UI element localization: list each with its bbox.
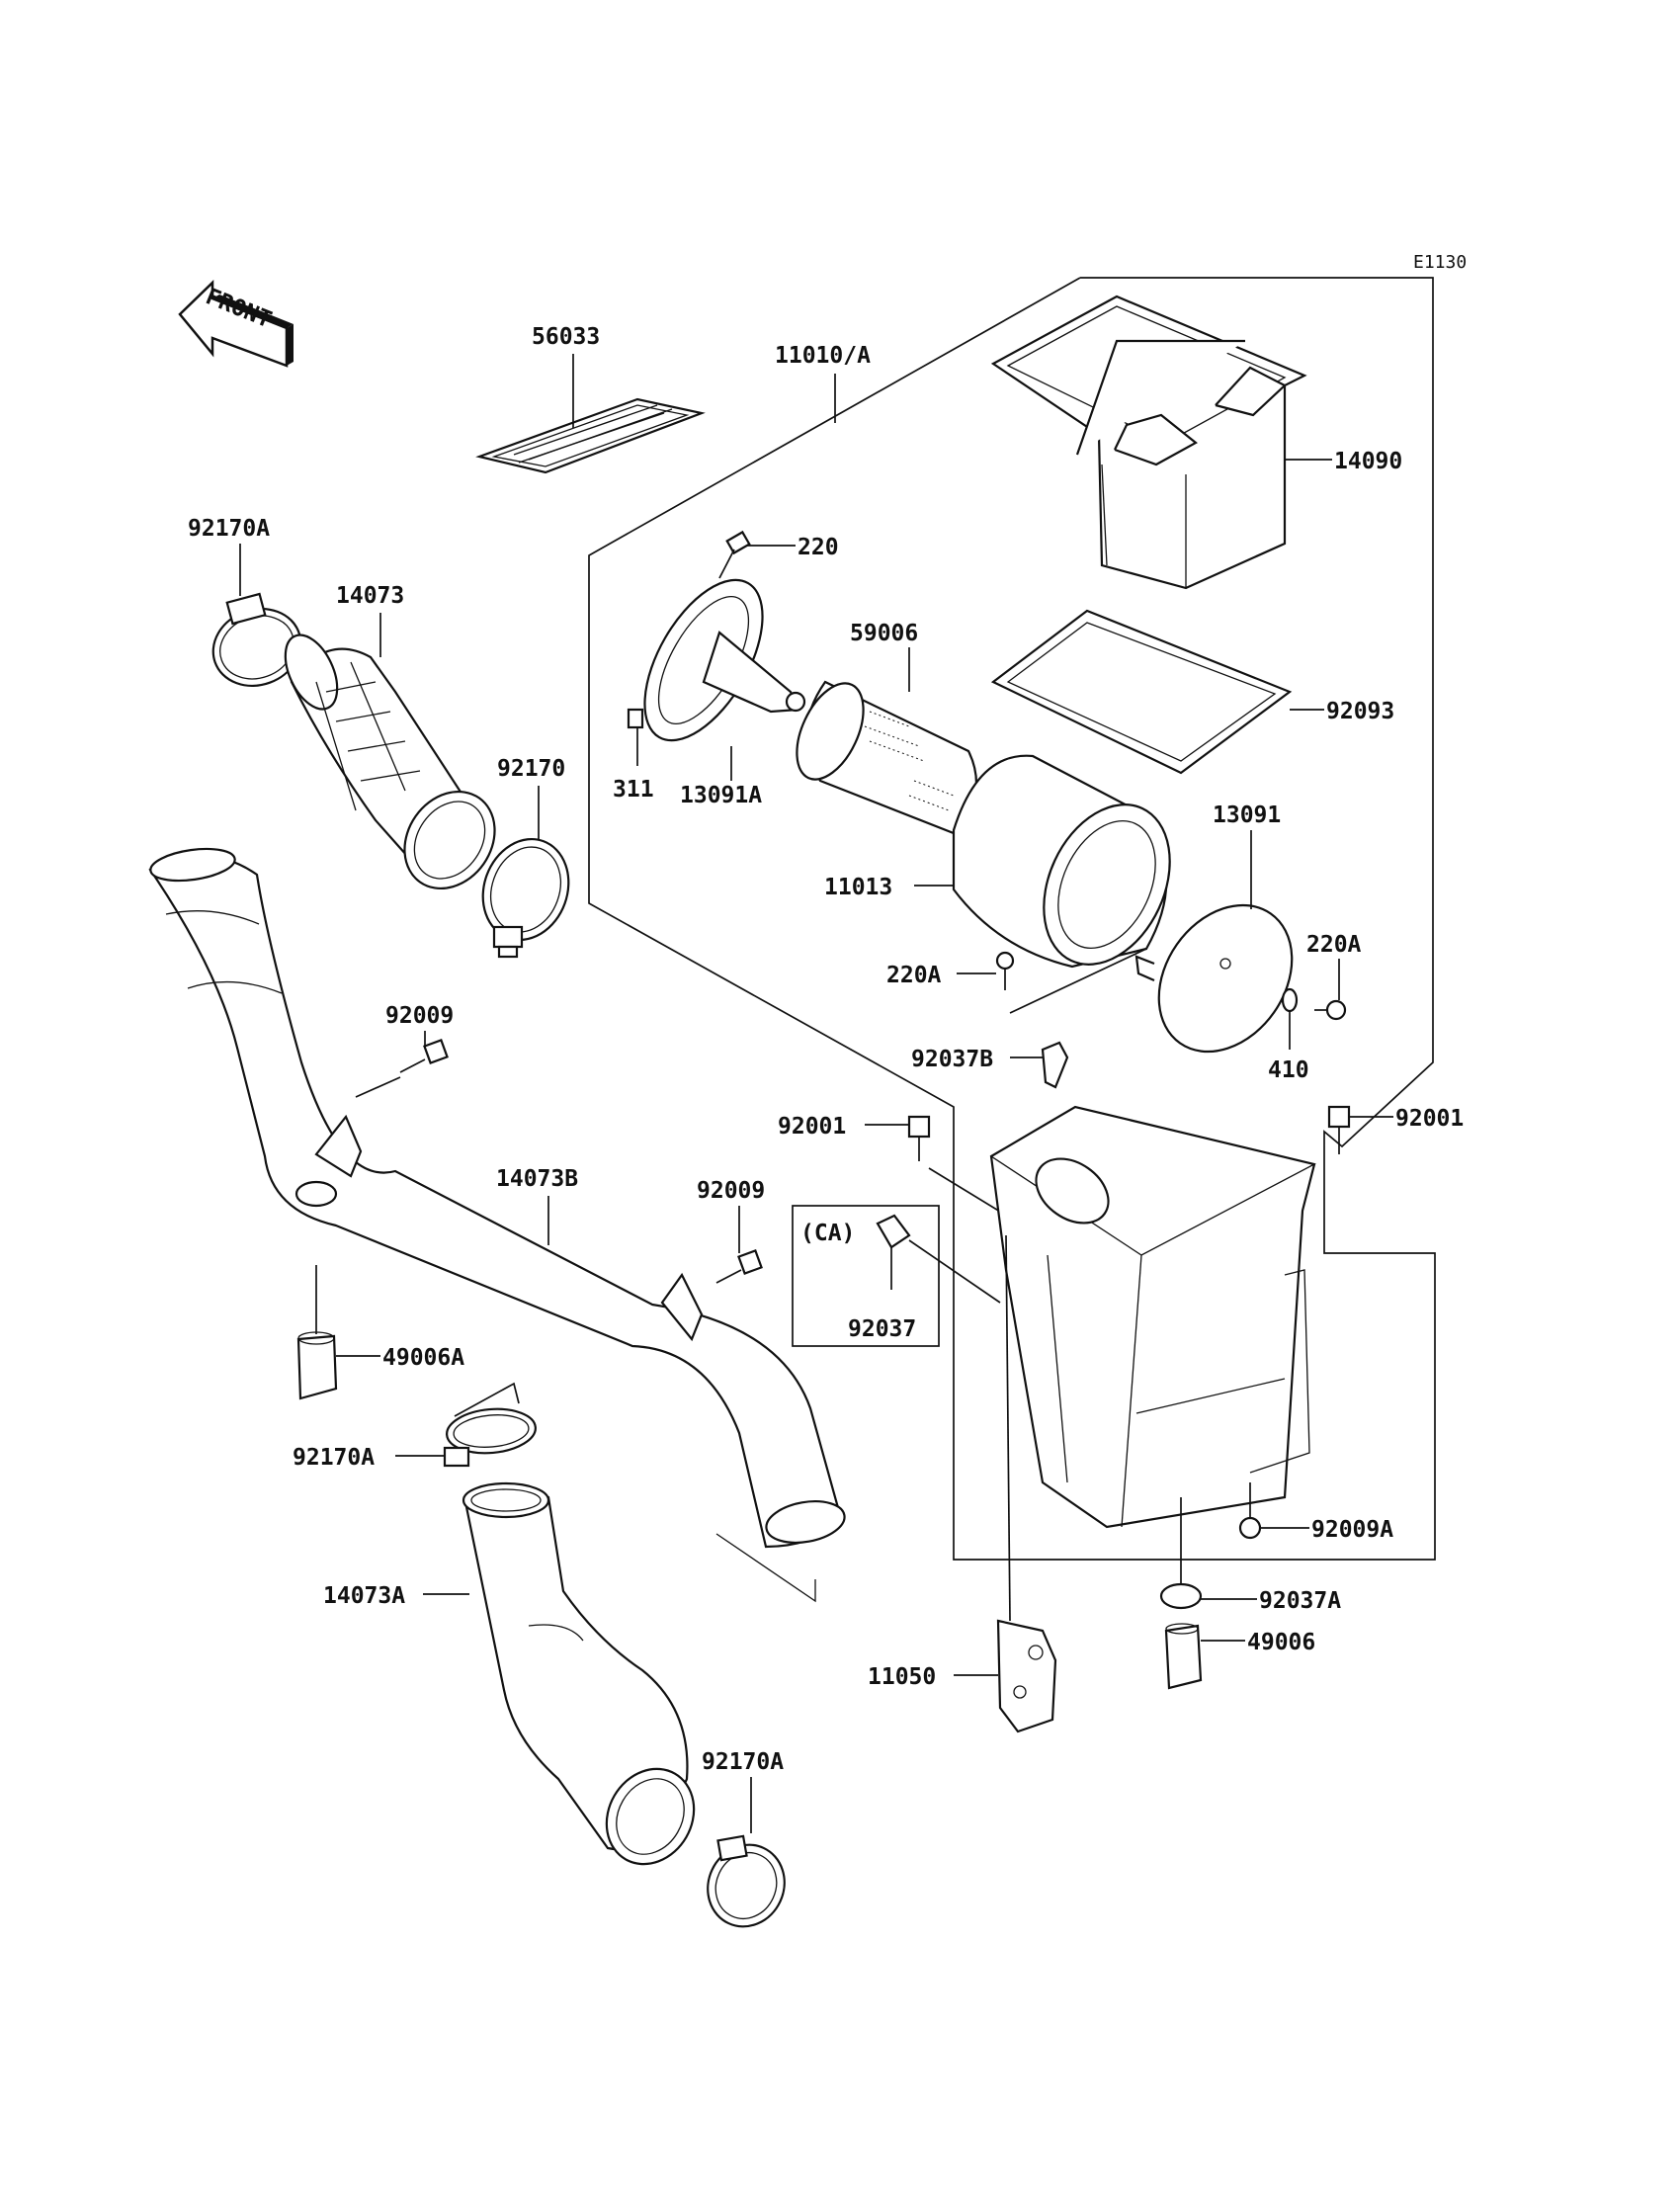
label-92037: 92037 xyxy=(848,1316,916,1342)
duct-14073A xyxy=(462,1481,696,1866)
label-92009-mid: 92009 xyxy=(697,1178,765,1204)
clamp-92170A-mid xyxy=(443,1407,537,1468)
screw-220A-left-icon xyxy=(995,951,1015,990)
clamp-92037A-icon xyxy=(1159,1582,1203,1610)
diagram-ref-code: E1130 xyxy=(1413,252,1467,273)
sleeve-49006-icon xyxy=(1164,1623,1203,1690)
bolt-92009-mid-icon xyxy=(715,1249,763,1284)
label-11013: 11013 xyxy=(824,875,892,900)
clamp-92170A-bottom xyxy=(707,1834,786,1928)
bolt-92009A-icon xyxy=(1238,1482,1262,1540)
label-92170A-mid: 92170A xyxy=(293,1445,375,1471)
duct-14073B xyxy=(148,847,846,1603)
gasket-92093 xyxy=(990,609,1293,775)
label-92001-right: 92001 xyxy=(1395,1106,1464,1132)
label-220A-right: 220A xyxy=(1306,932,1362,958)
end-cap-13091 xyxy=(1134,903,1294,1054)
washer-410-icon xyxy=(1281,987,1299,1013)
label-14090: 14090 xyxy=(1334,449,1402,474)
label-92093: 92093 xyxy=(1326,699,1394,724)
intake-duct-14073 xyxy=(284,634,496,890)
clip-92037-icon xyxy=(876,1214,911,1249)
label-311: 311 xyxy=(613,777,654,803)
label-49006A: 49006A xyxy=(382,1345,464,1371)
label-11010A: 11010/A xyxy=(775,343,871,369)
screw-220A-right-icon xyxy=(1314,999,1347,1021)
pin-311-icon xyxy=(627,708,644,766)
label-92037B: 92037B xyxy=(911,1047,993,1072)
clamp-92170A-top xyxy=(211,592,302,687)
label-92170A-top: 92170A xyxy=(188,516,270,542)
label-220: 220 xyxy=(798,535,839,560)
label-92170: 92170 xyxy=(497,756,565,782)
screw-220-icon xyxy=(718,530,751,579)
label-92009-left: 92009 xyxy=(385,1003,454,1029)
assembly-frame-outline xyxy=(588,277,1436,1561)
bracket-11050 xyxy=(996,1619,1057,1733)
filter-pad-56033 xyxy=(475,397,706,474)
label-49006: 49006 xyxy=(1247,1630,1315,1655)
ca-detail-box xyxy=(792,1205,940,1347)
filter-screen-59006 xyxy=(796,680,978,837)
label-92001-left: 92001 xyxy=(778,1114,846,1140)
filter-cap-13091A xyxy=(643,578,806,742)
label-13091A: 13091A xyxy=(680,783,762,808)
label-220A-left: 220A xyxy=(886,963,942,988)
bolt-92001-right-icon xyxy=(1327,1105,1351,1154)
bolt-92009-left-icon xyxy=(399,1039,449,1073)
bolt-92001-left-icon xyxy=(907,1115,931,1161)
label-59006: 59006 xyxy=(850,621,918,646)
label-14073B: 14073B xyxy=(496,1166,578,1192)
front-arrow-icon: FRONT xyxy=(178,280,294,368)
label-92009A: 92009A xyxy=(1311,1517,1393,1543)
label-13091: 13091 xyxy=(1213,803,1281,828)
airbox-case-11010 xyxy=(989,1105,1316,1529)
clamp-92170 xyxy=(481,837,570,959)
filter-element-11013 xyxy=(952,754,1171,969)
clip-92037B-icon xyxy=(1041,1041,1069,1089)
airbox-cover-14090 xyxy=(990,295,1307,590)
label-410: 410 xyxy=(1268,1057,1309,1083)
label-92037A: 92037A xyxy=(1259,1588,1341,1614)
label-14073A: 14073A xyxy=(323,1583,405,1609)
ca-label: (CA) xyxy=(800,1221,855,1246)
label-92170A-bottom: 92170A xyxy=(702,1749,784,1775)
label-56033: 56033 xyxy=(532,324,600,350)
label-11050: 11050 xyxy=(868,1664,936,1690)
sleeve-49006A-icon xyxy=(296,1331,338,1400)
label-14073: 14073 xyxy=(336,583,404,609)
